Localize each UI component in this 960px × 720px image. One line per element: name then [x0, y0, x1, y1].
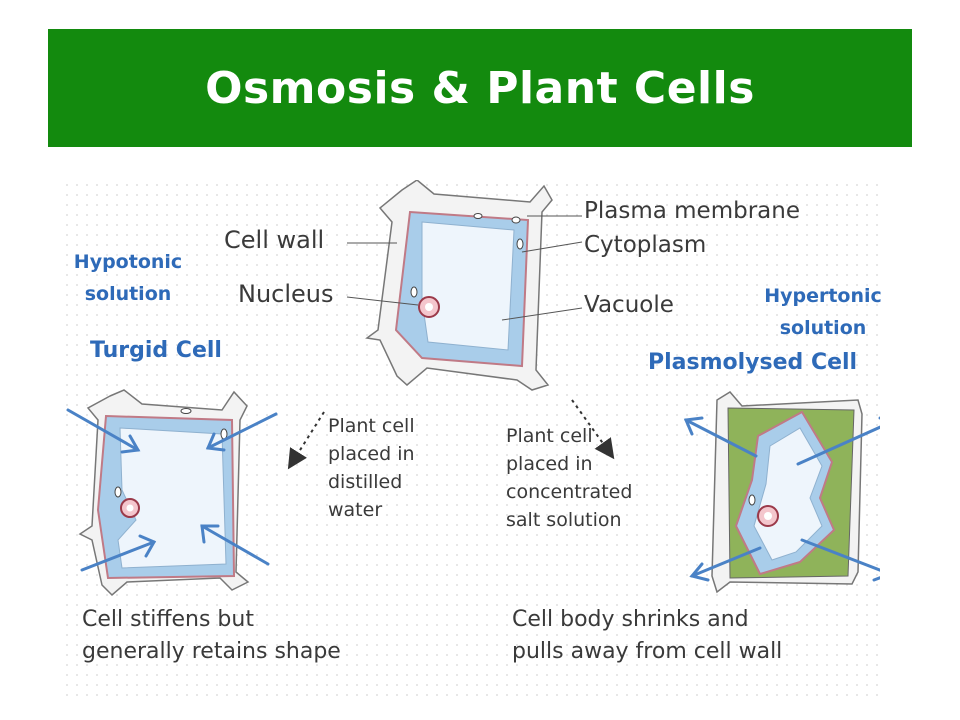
normal-plant-cell — [346, 180, 583, 391]
hypotonic-label: Hypotonic solution — [58, 246, 198, 310]
left-instruction-line: placed in — [328, 443, 415, 465]
title-bar: Osmosis & Plant Cells — [48, 29, 912, 147]
right-caption: Cell body shrinks and pulls away from ce… — [512, 604, 782, 668]
osmosis-diagram: Cell wall Nucleus Plasma membrane Cytopl… — [62, 180, 880, 700]
diagram-graphics — [62, 180, 880, 700]
right-instruction-line: salt solution — [506, 509, 622, 531]
turgid-cell-label: Turgid Cell — [90, 338, 222, 363]
hypotonic-line: Hypotonic — [73, 251, 183, 273]
water-out-arrows — [683, 416, 880, 582]
right-instruction-line: placed in — [506, 453, 593, 475]
plasmolysed-cell-label: Plasmolysed Cell — [648, 350, 858, 375]
slide-title: Osmosis & Plant Cells — [205, 62, 755, 114]
right-instruction-line: concentrated — [506, 481, 633, 503]
hypertonic-line: Hypertonic — [764, 285, 882, 307]
left-caption-line: Cell stiffens but — [82, 607, 254, 632]
label-plasma-membrane: Plasma membrane — [584, 198, 800, 224]
label-vacuole: Vacuole — [584, 292, 674, 318]
plasmolysed-cell — [711, 391, 863, 594]
label-cytoplasm: Cytoplasm — [584, 232, 707, 258]
left-instruction-line: water — [328, 499, 383, 521]
right-caption-line: pulls away from cell wall — [512, 639, 783, 664]
left-caption: Cell stiffens but generally retains shap… — [82, 604, 341, 668]
right-caption-line: Cell body shrinks and — [512, 607, 749, 632]
left-caption-line: generally retains shape — [82, 639, 341, 664]
hypotonic-line: solution — [84, 283, 172, 305]
water-in-arrows — [66, 408, 278, 572]
left-instruction-line: distilled — [328, 471, 403, 493]
turgid-cell — [78, 389, 250, 597]
right-instruction-line: Plant cell — [506, 425, 593, 447]
hypertonic-label: Hypertonic solution — [738, 280, 908, 344]
hypertonic-line: solution — [779, 317, 867, 339]
label-nucleus: Nucleus — [238, 280, 334, 308]
left-instruction-line: Plant cell — [328, 415, 415, 437]
right-instruction: Plant cell placed in concentrated salt s… — [506, 422, 632, 534]
left-instruction: Plant cell placed in distilled water — [328, 412, 415, 524]
label-cell-wall: Cell wall — [224, 226, 325, 254]
